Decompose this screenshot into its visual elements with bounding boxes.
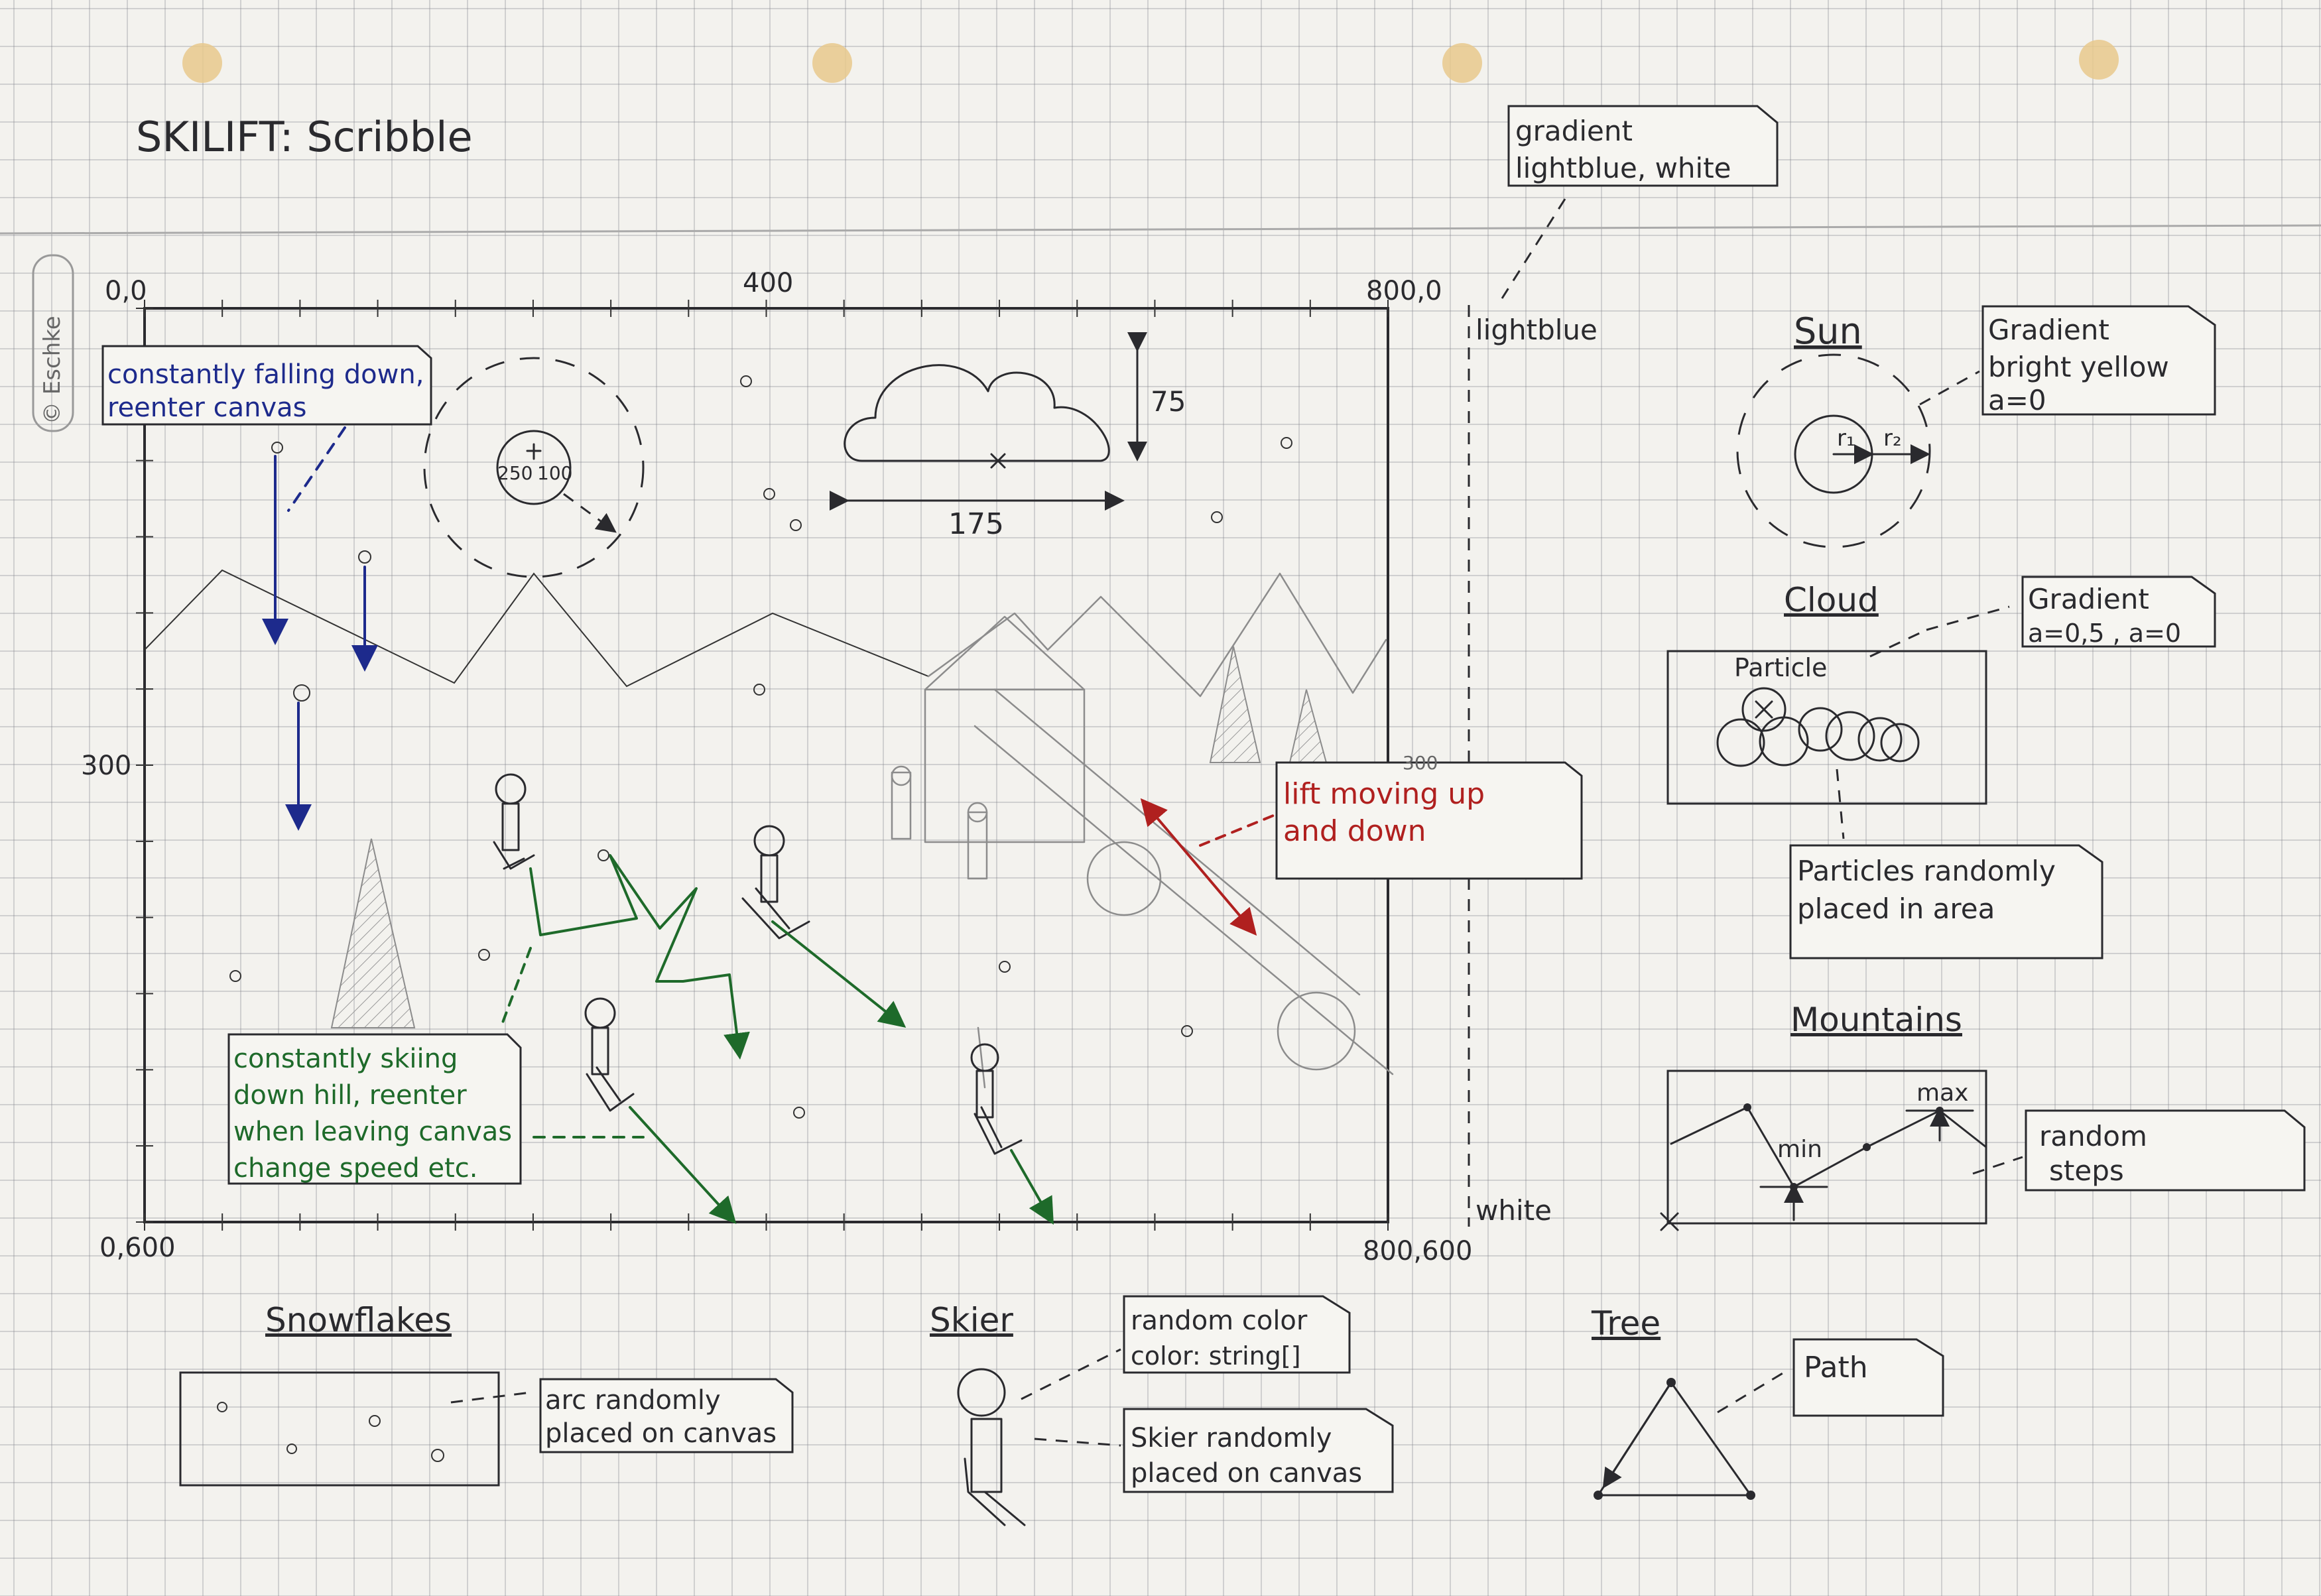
snowflake xyxy=(478,949,490,961)
sun-y-label: 100 xyxy=(537,462,572,484)
ski-note-line3: when leaving canvas xyxy=(233,1117,512,1147)
axis-left-mid: 300 xyxy=(81,751,131,781)
mountains-min-label: min xyxy=(1777,1136,1822,1163)
sun-r2-label: r₂ xyxy=(1883,425,1902,452)
legend-tree: Tree Path xyxy=(1591,1304,1944,1500)
snowflake xyxy=(793,1107,805,1119)
mountains-max-label: max xyxy=(1916,1079,1968,1107)
snowflake xyxy=(229,970,241,982)
legend-snowflakes-title: Snowflakes xyxy=(265,1301,452,1339)
cloud-placed2: placed in area xyxy=(1797,892,1995,925)
legend-mountains-title: Mountains xyxy=(1790,1001,1962,1039)
canvas-area: 0,0 400 800,0 300 0,600 800,600 xyxy=(81,268,1472,1266)
ski-note-line2: down hill, reenter xyxy=(233,1080,467,1111)
legend-tree-title: Tree xyxy=(1591,1304,1661,1343)
legend-sun: Sun r₁ r₂ Gradient bright yellow a=0 xyxy=(1736,305,2216,548)
mountain-ridge xyxy=(144,569,929,688)
snow-note-line2: reenter canvas xyxy=(107,393,306,423)
snowflake xyxy=(753,684,765,696)
legend-skier-title: Skier xyxy=(930,1301,1013,1339)
snowflakes-note2: placed on canvas xyxy=(545,1418,777,1449)
cloud-in-canvas: 75 175 xyxy=(830,332,1186,541)
sun-r1-label: r₁ xyxy=(1837,425,1855,452)
axis-top-mid: 400 xyxy=(743,268,793,298)
snowflake xyxy=(1211,511,1223,523)
sky-note-line1: gradient xyxy=(1515,115,1633,147)
axis-origin: 0,0 xyxy=(105,276,147,306)
sky-gradient-note: gradient lightblue, white xyxy=(1501,105,1779,299)
legend-cloud: Cloud Particle Gradient a=0,5 , a=0 Part… xyxy=(1666,576,2216,959)
snowflake xyxy=(1281,437,1292,449)
copyright-label: © Eschke xyxy=(39,316,66,424)
sun-note1: Gradient xyxy=(1988,314,2109,346)
punch-holes xyxy=(182,40,2119,83)
cloud-height-label: 75 xyxy=(1151,385,1186,418)
cloud-note2: a=0,5 , a=0 xyxy=(2028,619,2181,648)
cloud-width-label: 175 xyxy=(948,507,1004,541)
axis-top-right: 800,0 xyxy=(1366,276,1442,306)
sun-x-label: 250 xyxy=(497,462,533,484)
lift-note-line1: lift moving up xyxy=(1283,777,1485,811)
sky-bottom-label: white xyxy=(1475,1194,1552,1227)
lift-mark-label: 300 xyxy=(1403,752,1438,774)
scattered-snowflakes xyxy=(229,375,1292,1119)
snowflake xyxy=(1181,1025,1193,1037)
legend-mountains: Mountains min max random steps xyxy=(1660,1001,2306,1231)
snowflake xyxy=(790,519,802,531)
copyright-badge: © Eschke xyxy=(32,254,74,432)
cloud-note1: Gradient xyxy=(2028,583,2149,615)
skier-color2: color: string[] xyxy=(1131,1341,1301,1371)
legend-cloud-title: Cloud xyxy=(1784,581,1879,619)
snow-note-line1: constantly falling down, xyxy=(107,359,424,390)
sky-note-line2: lightblue, white xyxy=(1515,152,1731,184)
cloud-particle-label: Particle xyxy=(1734,653,1827,682)
snow-fall-arrows xyxy=(262,426,378,831)
mountains-note2: steps xyxy=(2049,1154,2124,1187)
snowflake xyxy=(999,961,1011,973)
sky-top-label: lightblue xyxy=(1475,314,1598,346)
tree-note: Path xyxy=(1804,1351,1868,1384)
lift-note-line2: and down xyxy=(1283,814,1426,848)
snowflake xyxy=(740,375,752,387)
mountains-note1: random xyxy=(2039,1120,2147,1152)
sun-note2: bright yellow xyxy=(1988,351,2169,383)
sun-in-canvas: 250 100 xyxy=(423,357,645,578)
skier-placed2: placed on canvas xyxy=(1131,1458,1362,1489)
background-mountains-pencil xyxy=(330,572,1387,1028)
snow-note: constantly falling down, reenter canvas xyxy=(101,345,432,426)
snowflakes-note1: arc randomly xyxy=(545,1385,721,1416)
legend-sun-title: Sun xyxy=(1794,310,1862,352)
skier-color1: random color xyxy=(1131,1306,1308,1336)
axis-bottom-right: 800,600 xyxy=(1363,1236,1472,1266)
ski-note: constantly skiing down hill, reenter whe… xyxy=(227,1033,522,1185)
ski-note-line1: constantly skiing xyxy=(233,1044,458,1074)
legend-snowflakes: Snowflakes arc randomly placed on canvas xyxy=(179,1301,794,1487)
lift-note: 300 lift moving up and down xyxy=(1140,752,1583,936)
skiing-paths xyxy=(499,854,1054,1225)
page-title: SKILIFT: Scribble xyxy=(136,113,473,161)
ski-note-line4: change speed etc. xyxy=(233,1153,477,1184)
snowflake xyxy=(763,488,775,500)
legend-skier: Skier random color color: string[] Skier… xyxy=(930,1295,1394,1526)
cloud-placed1: Particles randomly xyxy=(1797,855,2056,887)
snowflake xyxy=(597,849,609,861)
axis-bottom-left: 0,600 xyxy=(99,1233,176,1263)
margin-line xyxy=(0,224,2321,235)
skiers-in-canvas xyxy=(493,773,1023,1155)
sun-note3: a=0 xyxy=(1988,384,2046,416)
skier-placed1: Skier randomly xyxy=(1131,1423,1332,1453)
